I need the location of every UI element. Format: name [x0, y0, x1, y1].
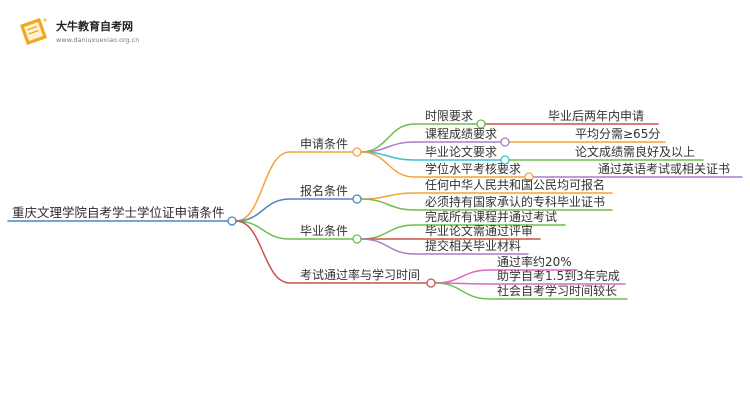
branch-label: 报名条件: [300, 183, 348, 198]
thesis-collapse-toggle[interactable]: [500, 155, 510, 165]
detail-time-limit: 毕业后两年内申请: [548, 109, 644, 123]
branch-collapse-toggle[interactable]: [352, 147, 362, 157]
connector-branch-3: [235, 220, 353, 240]
branch-label: 毕业条件: [300, 224, 348, 238]
root-collapse-toggle[interactable]: [227, 216, 237, 226]
degree-exam-collapse-toggle[interactable]: [524, 172, 534, 182]
branch-collapse-toggle[interactable]: [352, 194, 362, 204]
connector-branch-4: [235, 220, 427, 284]
node-time-limit: 时限要求: [425, 109, 473, 123]
connector-branch-1: [235, 151, 353, 222]
node-courses: 完成所有课程并通过考试: [425, 209, 557, 224]
logo-url: www.daniuxuexiao.org.cn: [56, 36, 139, 44]
time-limit-collapse-toggle[interactable]: [476, 119, 486, 129]
node-course-score: 课程成绩要求: [425, 126, 497, 141]
branch-collapse-toggle[interactable]: [426, 278, 436, 288]
book-icon: [20, 18, 47, 45]
branch-pass-rate-and-duration: 考试通过率与学习时间 通过率约20% 助学自考1.5到3年完成 社会自考学习时间…: [300, 254, 628, 300]
detail-degree-exam: 通过英语考试或相关证书: [598, 161, 730, 176]
branch-graduation-conditions: 毕业条件 完成所有课程并通过考试 毕业论文需通过评审 提交相关毕业材料: [300, 209, 566, 255]
node-social-duration: 社会自考学习时间较长: [497, 283, 617, 298]
root-label: 重庆文理学院自考学士学位证申请条件: [12, 205, 225, 220]
site-logo[interactable]: 大牛教育自考网 www.daniuxuexiao.org.cn: [20, 18, 139, 45]
branch-application-conditions: 申请条件 时限要求 课程成绩要求 毕业论文要求 学位水平考核要求 毕业后两年内申…: [300, 109, 743, 182]
logo-name: 大牛教育自考网: [56, 19, 133, 33]
node-pass-rate: 通过率约20%: [497, 254, 572, 269]
node-thesis: 毕业论文要求: [425, 144, 497, 159]
connector-degree-exam: [360, 151, 525, 178]
course-score-collapse-toggle[interactable]: [500, 137, 510, 147]
detail-course-score: 平均分需≥65分: [575, 127, 660, 141]
node-materials: 提交相关毕业材料: [425, 238, 521, 253]
node-citizen: 任何中华人民共和国公民均可报名: [425, 177, 605, 192]
connector-materials: [360, 238, 529, 255]
node-diploma: 必须持有国家承认的专科毕业证书: [425, 194, 605, 209]
connector-diploma: [360, 198, 613, 211]
connector-social-duration: [434, 282, 628, 300]
branch-label: 申请条件: [300, 137, 348, 151]
node-assisted-duration: 助学自考1.5到3年完成: [497, 268, 620, 283]
detail-thesis: 论文成绩需良好及以上: [575, 144, 695, 159]
branch-registration-conditions: 报名条件 任何中华人民共和国公民均可报名 必须持有国家承认的专科毕业证书: [300, 177, 613, 211]
branch-label: 考试通过率与学习时间: [300, 267, 420, 282]
node-thesis-review: 毕业论文需通过评审: [425, 223, 533, 238]
node-degree-exam: 学位水平考核要求: [425, 161, 521, 176]
root-node: 重庆文理学院自考学士学位证申请条件: [7, 205, 237, 226]
connector-branch-2: [235, 198, 353, 222]
branch-collapse-toggle[interactable]: [352, 234, 362, 244]
